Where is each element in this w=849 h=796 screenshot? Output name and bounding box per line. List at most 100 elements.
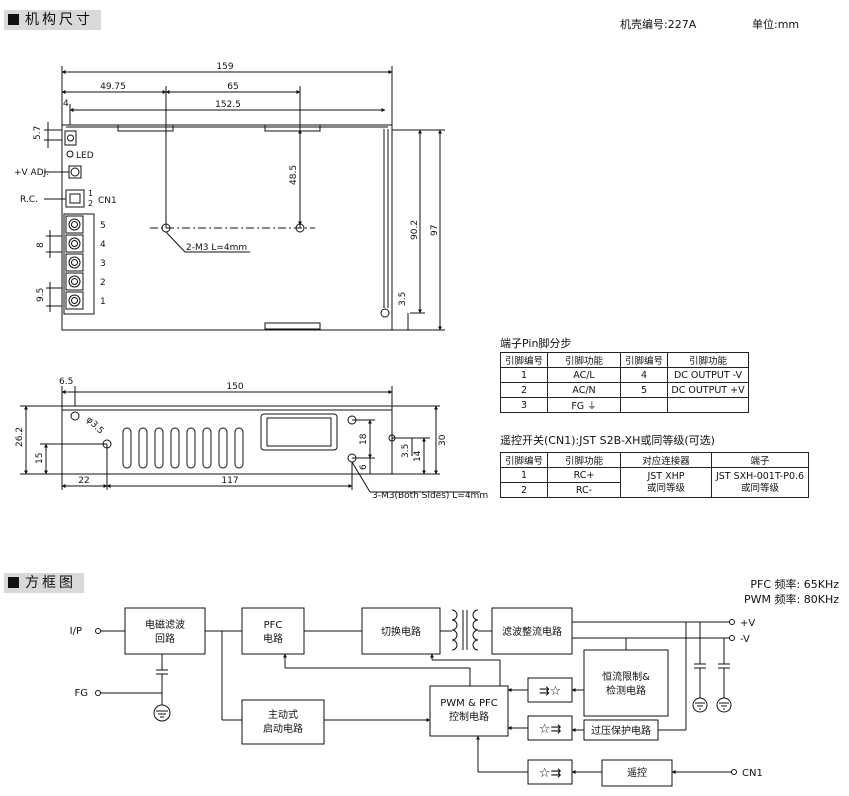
pwm-pfc-control-box [429, 685, 509, 737]
emi-filter-box [124, 607, 206, 655]
emi-text-1: 电磁滤波 [145, 618, 185, 631]
remote-cell: RC- [547, 482, 621, 498]
pfc-text-2: 电路 [263, 632, 283, 645]
dim-side-bottom-span: 117 [221, 476, 238, 486]
pwm-text-2: 控制电路 [449, 710, 489, 723]
dim-side-left: 6.5 [59, 377, 73, 387]
limit-text-2: 检测电路 [606, 684, 646, 697]
side-view [20, 386, 480, 493]
rectifier-box [491, 607, 573, 655]
terminal-label-4: 4 [100, 240, 106, 250]
dim-side-length: 150 [226, 382, 243, 392]
emi-text-2: 回路 [155, 632, 175, 645]
block-diagram [95, 607, 737, 787]
connector-line-1: JST XHP [647, 470, 685, 482]
opto-symbol-2: ☆⇉ [539, 722, 562, 737]
label-vplus: +V [740, 618, 755, 629]
pin-cell: FG ⏚ [547, 397, 621, 413]
side-view-text: 6.5 150 26.2 15 φ3.5 22 117 18 6 3.5 14 … [15, 377, 488, 501]
table-row: 2 RC- [500, 482, 809, 498]
pin-cell: 5 [620, 382, 668, 398]
opto-symbol-3: ☆⇉ [539, 766, 562, 781]
dim-left-offset: 49.75 [100, 82, 126, 92]
mech-title-text: 机构尺寸 [25, 12, 93, 28]
remote-text: 遥控 [627, 766, 647, 779]
remote-cell: RC+ [547, 467, 621, 483]
label-cn1: CN1 [98, 196, 117, 206]
table-row: 1 AC/L 4 DC OUTPUT -V [500, 367, 749, 383]
dim-small-offset: 4 [63, 99, 69, 109]
block-diagram-text: I/P FG 电磁滤波 回路 PFC 电路 切换电路 滤波整流电路 主动式 启动… [70, 618, 763, 779]
pin-cell [620, 397, 668, 413]
dim-overall-height: 97 [430, 225, 440, 236]
dim-side-r14: 14 [413, 450, 423, 462]
label-led: LED [76, 151, 94, 161]
top-view-text: 159 49.75 65 152.5 4 5.7 48.5 90.2 97 3.… [14, 62, 440, 307]
remote-table-header: 引脚编号 引脚功能 对应连接器 端子 [500, 452, 809, 468]
pin-cell [667, 397, 749, 413]
opto-glyphs: ⇉☆ ☆⇉ ☆⇉ [539, 684, 562, 781]
remote-th-1: 引脚编号 [500, 452, 548, 468]
label-vminus: -V [740, 634, 750, 645]
pwm-frequency: PWM 频率: 80KHz [744, 593, 839, 606]
dim-inner-width: 152.5 [215, 100, 241, 110]
dim-inner-height: 90.2 [410, 220, 420, 240]
dim-side-bottom-left: 22 [78, 476, 89, 486]
bottom-slot [264, 322, 321, 330]
pin-th-1: 引脚编号 [500, 352, 548, 368]
terminal-line-2: 或同等级 [740, 482, 779, 494]
dim-pitch: 8 [36, 242, 46, 248]
remote-th-3: 对应连接器 [620, 452, 712, 468]
top-view-outline [61, 124, 393, 331]
label-rc: R.C. [20, 195, 38, 205]
pin-th-2: 引脚功能 [547, 352, 621, 368]
label-ip: I/P [70, 626, 82, 637]
pfc-frequency: PFC 频率: 65KHz [750, 578, 839, 591]
remote-cell: 1 [500, 467, 548, 483]
dim-bottom-offset: 3.5 [398, 292, 408, 306]
block-title-text: 方框图 [25, 575, 76, 591]
current-limit-box [583, 649, 669, 717]
top-slot-right [264, 124, 321, 132]
remote-table-title: 遥控开关(CN1):JST S2B-XH或同等级(可选) [500, 434, 715, 447]
pin-table-header: 引脚编号 引脚功能 引脚编号 引脚功能 [500, 352, 749, 368]
terminal-line-1: JST SXH-001T-P0.6 [715, 470, 805, 482]
label-block-cn1: CN1 [742, 768, 763, 779]
rectifier-text: 滤波整流电路 [502, 625, 562, 638]
label-top-mount-note: 2-M3 L=4mm [186, 243, 247, 253]
pin-cell: 2 [500, 382, 548, 398]
pin-cell: 1 [500, 367, 548, 383]
dim-side-r6: 6 [359, 464, 369, 470]
dim-pitch2: 9.5 [36, 288, 46, 302]
case-number: 机壳编号:227A [620, 18, 697, 31]
label-vadj: +V ADJ. [14, 168, 49, 178]
dim-hole-depth: 48.5 [289, 165, 299, 185]
label-cn1-pin2: 2 [88, 199, 93, 208]
opto-symbol-1: ⇉☆ [539, 684, 562, 699]
dim-side-height: 26.2 [15, 427, 25, 447]
connector-line-2: 或同等级 [646, 482, 685, 494]
remote-th-2: 引脚功能 [547, 452, 621, 468]
pin-table: 引脚编号 引脚功能 引脚编号 引脚功能 1 AC/L 4 DC OUTPUT -… [500, 352, 749, 413]
dim-side-r18: 18 [359, 433, 369, 445]
switch-text: 切换电路 [381, 625, 421, 638]
square-bullet-icon [8, 577, 19, 588]
label-cn1-pin1: 1 [88, 189, 93, 198]
side-view-outline [61, 405, 393, 475]
pin-th-3: 引脚编号 [620, 352, 668, 368]
pin-th-4: 引脚功能 [667, 352, 749, 368]
dim-side-dia: φ3.5 [84, 415, 105, 436]
active-start-box [241, 699, 325, 745]
active-text-1: 主动式 [268, 708, 298, 721]
label-fg: FG [74, 688, 88, 699]
pin-cell: AC/L [547, 367, 621, 383]
dim-top-offset: 5.7 [33, 126, 43, 140]
remote-cell: 2 [500, 482, 548, 498]
pin-table-title: 端子Pin脚分步 [500, 337, 572, 350]
square-bullet-icon [8, 14, 19, 25]
